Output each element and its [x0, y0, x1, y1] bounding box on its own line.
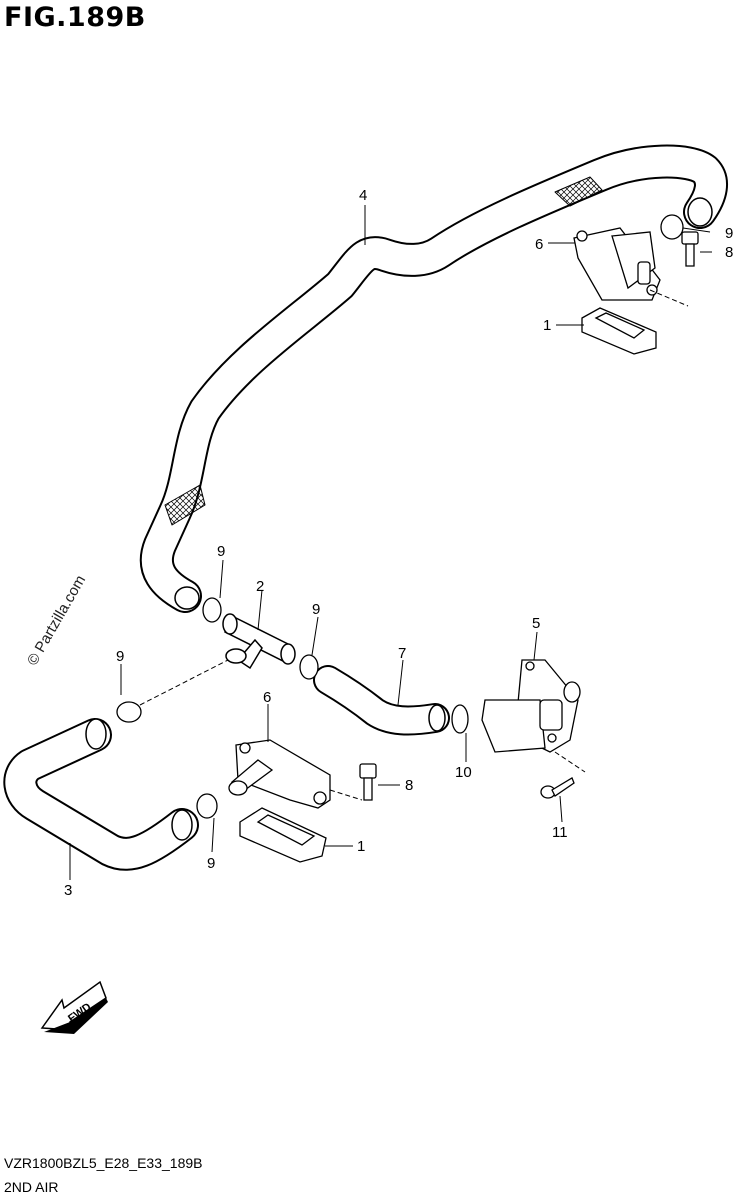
bolt-8-lower: [359, 763, 377, 801]
clamps-9: [116, 214, 684, 819]
callout-9-left: 9: [116, 648, 124, 665]
hose-7: [313, 665, 450, 736]
valve-5: [481, 659, 581, 753]
diagram-code: VZR1800BZL5_E28_E33_189B: [4, 1155, 203, 1171]
callout-9-upper: 9: [725, 225, 733, 242]
callout-2: 2: [256, 578, 264, 595]
callout-5: 5: [532, 615, 540, 632]
callout-9-tee-right: 9: [312, 601, 320, 618]
callout-4: 4: [359, 187, 367, 204]
cover-6-lower: [228, 739, 331, 809]
leader-lines: [69, 205, 712, 880]
gasket-1-upper: [581, 307, 657, 355]
callout-3: 3: [64, 882, 72, 899]
screw-11: [540, 777, 575, 799]
clamp-10: [451, 704, 469, 734]
bolt-8-upper: [681, 231, 699, 267]
fwd-arrow-icon: FWD: [40, 980, 108, 1034]
cover-6-upper: [573, 227, 661, 301]
callout-1-lower: 1: [357, 838, 365, 855]
callout-1-upper: 1: [543, 317, 551, 334]
callout-9-tee-left: 9: [217, 543, 225, 560]
callout-10: 10: [455, 764, 472, 781]
tee-joint-2: [222, 613, 296, 670]
callout-8-upper: 8: [725, 244, 733, 261]
callout-labels: 4 9 6 8 1 9 2 9 5 9 7 6 10 8 11 9 1 3: [64, 187, 733, 899]
callout-9-lower: 9: [207, 855, 215, 872]
diagram-name: 2ND AIR: [4, 1179, 59, 1195]
callout-8-lower: 8: [405, 777, 413, 794]
callout-6-upper: 6: [535, 236, 543, 253]
callout-7: 7: [398, 645, 406, 662]
gasket-1-lower: [239, 807, 327, 863]
hose-3: [3, 718, 199, 871]
callout-11: 11: [552, 824, 568, 841]
callout-6-lower: 6: [263, 689, 271, 706]
hose-4: [139, 144, 728, 613]
figure-title: FIG.189B: [4, 2, 146, 33]
